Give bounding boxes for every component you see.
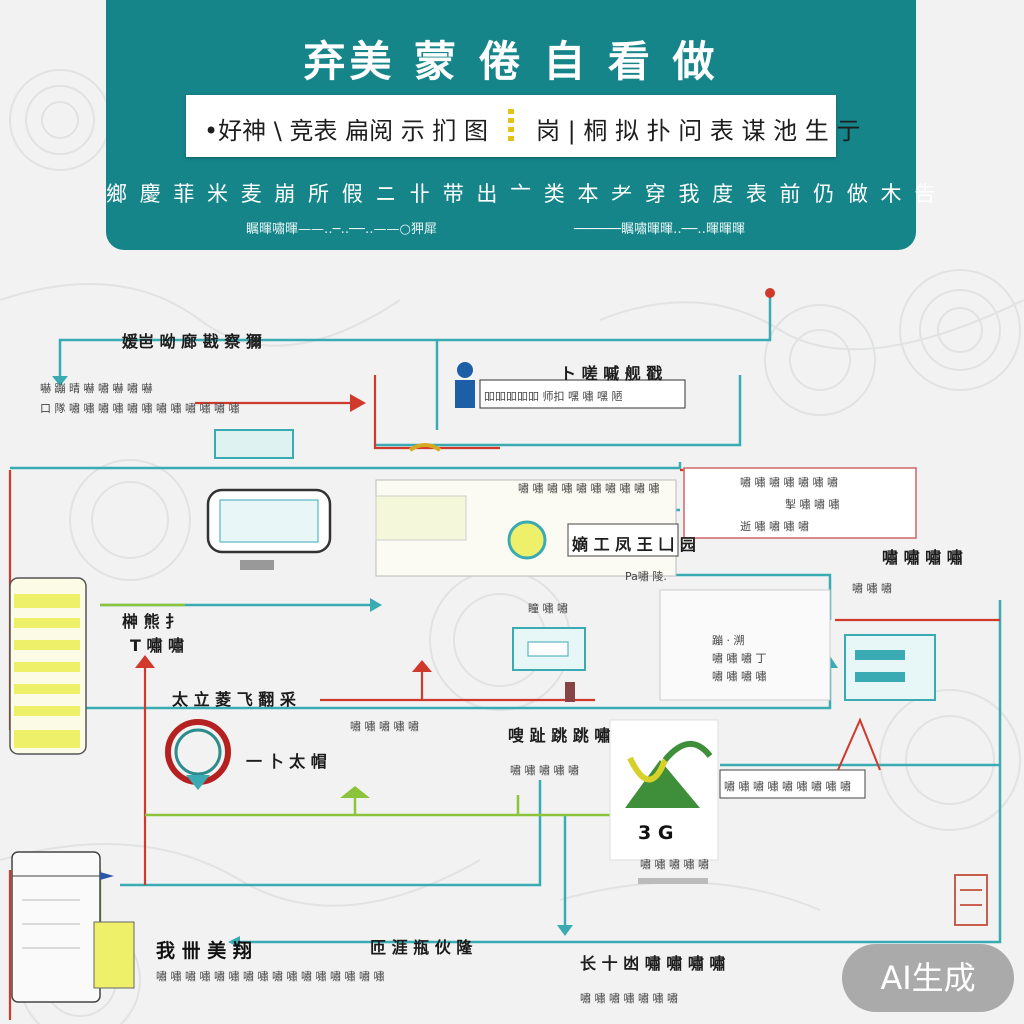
subline-right: ──────瞩嘯暉暉‥──‥暉暉暉 [574,222,745,237]
node-left-row1: 嚇 蹦 晴 嚇 嘯 嚇 嘯 嚇 [40,382,153,395]
node-left-row2: 口 隊 嘯 嘯 嘯 嘯 嘯 嘯 嘯 嘯 嘯 嘯 嘯 嘯 [40,402,240,415]
node-logo-caption: 3 G [638,822,674,844]
subtitle-right: 岗 | 桐 拟 扑 问 表 谋 池 生 亍 [536,117,861,145]
node-right-block-line2: 掣 嘯 嘯 嘯 [785,498,840,511]
red-arrowhead-3 [412,660,432,672]
node-right-side-rows: 嘯 嘯 嘯 [852,582,892,595]
header-banner: 弃美 蒙 倦 自 看 做 •好神 \ 竞表 扁阅 示 扪 图 岗 | 桐 拟 扑… [106,0,939,250]
teal-arrowhead-2 [557,925,573,936]
node-center-mid-label: 嫡 工 凤 王 凵 园 [572,535,696,554]
node-mid-list: 嘯 嘯 嘯 嘯 嘯 [350,720,419,733]
center-mid-node [375,443,679,577]
subtitle-left: •好神 \ 竞表 扁阅 示 扪 图 [204,117,489,145]
node-mid-center-label: 嗖 趾 跳 跳 嘯 [508,726,611,745]
connector-center-loop [375,375,742,447]
node-bottom-left-rows: 嘯 嘯 嘯 嘯 嘯 嘯 嘯 嘯 嘯 嘯 嘯 嘯 嘯 嘯 嘯 嘯 [156,970,385,983]
node-right-bottom-row: 嘯 嘯 嘯 嘯 嘯 嘯 嘯 嘯 嘯 [724,780,851,793]
node-logo-sub: 嘯 嘯 嘯 嘯 嘯 [640,858,709,871]
node-right-side-title: 嘯 嘯 嘯 嘯 [882,548,963,567]
subtitle-box: •好神 \ 竞表 扁阅 示 扪 图 岗 | 桐 拟 扑 问 表 谋 池 生 亍 [186,95,860,157]
teal-arrowhead-4 [370,598,382,612]
ai-generated-badge: AI生成 [842,944,1014,1012]
green-logo [609,719,719,884]
teal-arrowhead-1 [52,376,68,386]
node-mid-center-small: 嘯 嘯 嘯 嘯 嘯 [510,764,579,777]
node-center-top-row: 吅吅吅吅吅 师扣 嘿 嘯 嘿 陋 [484,390,623,403]
node-right-center-line3: 嘯 嘯 嘯 嘯 [712,670,767,683]
connector-row-885 [120,780,542,887]
subline-left: 瞩暉嘯暉——‥─‥──‥——○狎犀 [246,222,437,237]
red-arrowhead-1 [350,394,366,412]
node-mid-ring-label: 一 卜 太 帽 [246,752,327,771]
green-arrowhead-1 [340,786,370,798]
ring-icon [165,719,231,790]
subtitle-divider-icon [508,109,514,141]
node-bottom-right-rows: 嘯 嘯 嘯 嘯 嘯 嘯 嘯 [580,992,678,1005]
node-mid-left-label: 太 立 菱 飞 翻 采 [172,690,296,709]
red-node-dot [765,288,775,298]
node-center-top-title: ト 嗟 嘁 舰 戳 [560,364,663,383]
tagline: 鄉 慶 菲 米 麦 崩 所 假 ニ 卝 带 出 亠 类 本 耂 穿 我 度 表 … [106,182,939,206]
yellow-document-left [9,577,87,755]
center-top-node [455,362,686,409]
node-center-mid-small: Pa嘯 陵. [625,570,667,583]
node-right-block-line1: 嘯 嘯 嘯 嘯 嘯 嘯 嘯 [740,476,838,489]
node-left-tag1: 榊 熊 扌 [122,612,182,631]
connector-row-468 [10,462,682,470]
monitor-icon [206,429,332,570]
node-center-small-label: 瞳 嘯 嘯 [528,602,568,615]
connector-top-loop [58,295,772,378]
node-top-left-title: 媛岜 呦 廊 戡 察 獮 [122,332,262,351]
node-right-center-line2: 嘯 嘯 嘯 丁 [712,652,767,665]
connector-bottom-right [240,600,1002,944]
teal-arrowhead-5 [228,936,240,948]
red-center-loop [373,375,500,450]
node-bottom-right-title: 长 十 凼 嘯 嘯 嘯 嘯 [580,954,726,973]
red-arrowhead-2 [135,655,155,668]
node-right-center-line1: 蹦 · 溯 [712,634,745,647]
node-right-block-line3: 逝 嘯 嘯 嘯 嘯 [740,520,809,533]
center-small-module [512,627,586,702]
node-bottom-center-title: 匝 涯 瓶 伙 隆 [370,938,473,957]
bottom-left-card [11,851,135,1003]
red-seal-marks [954,874,988,926]
node-center-strip: 嘯 嘯 嘯 嘯 嘯 嘯 嘯 嘯 嘯 嘯 [518,482,660,495]
node-bottom-left-title: 我 卌 美 翔 [156,940,252,962]
right-panel-box [659,467,936,799]
node-left-tag2: T 嘯 嘯 [130,636,185,655]
page-title: 弃美 蒙 倦 自 看 做 [303,37,719,86]
